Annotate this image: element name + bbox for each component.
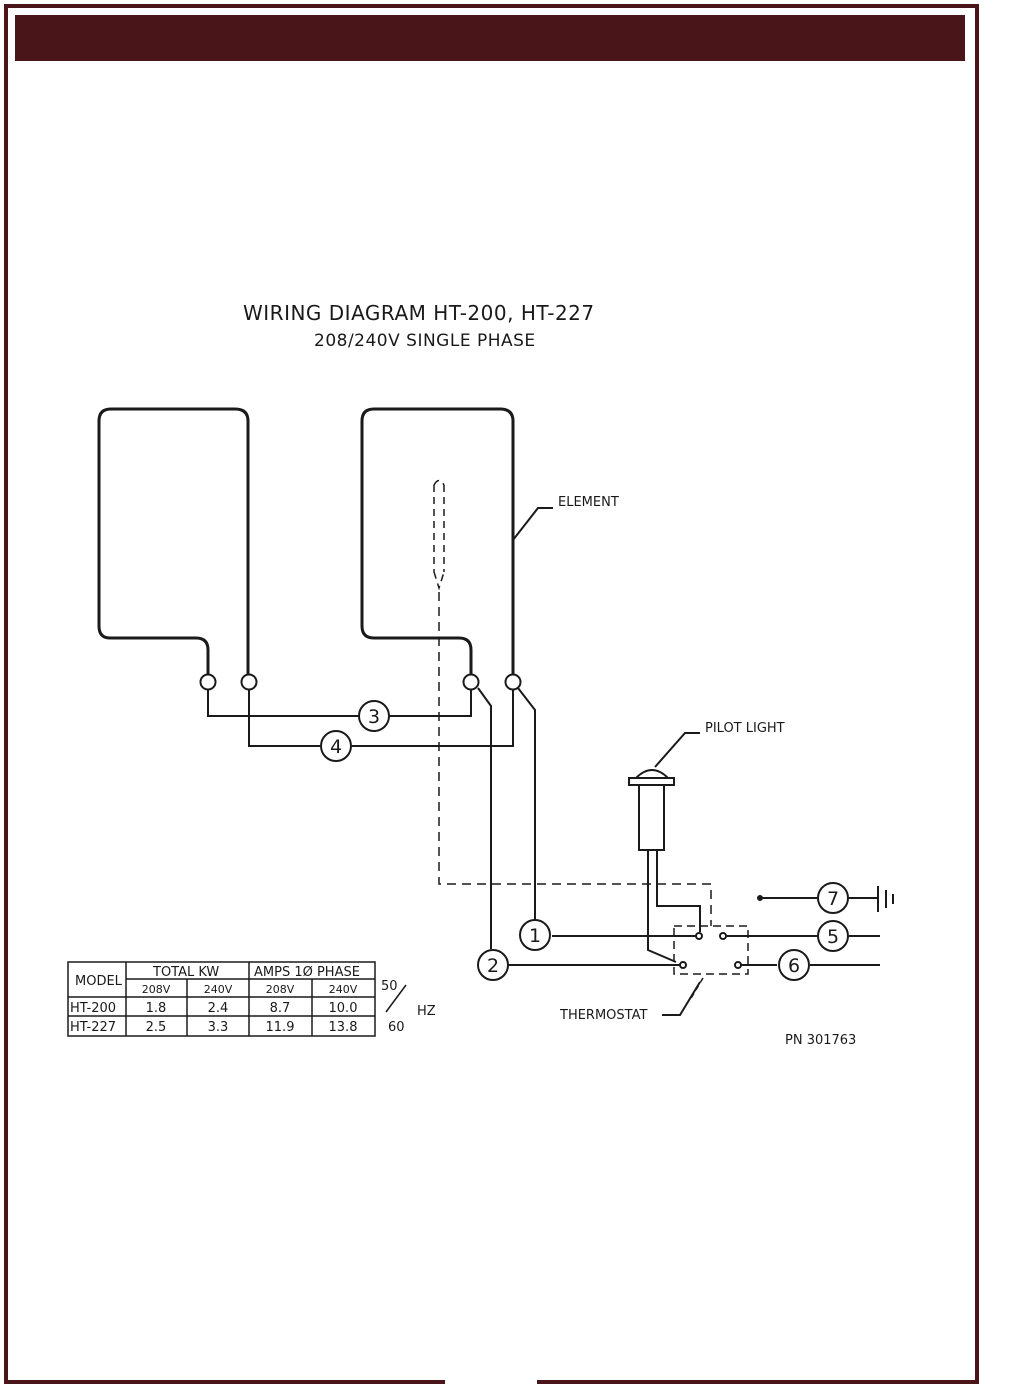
wire-number-4: 4 [330,736,342,758]
wire-2 [477,687,680,966]
wire-label-circle-1 [519,919,551,951]
row2-model: HT-227 [70,1020,116,1035]
wire-label-circle-4 [320,730,352,762]
row2-kw208: 2.5 [146,1020,167,1035]
header-bar [15,15,965,61]
thermostat-box [673,925,749,975]
pilot-leader [654,732,700,768]
row1-model: HT-200 [70,1001,116,1016]
freq-50: 50 [381,979,398,994]
contact-1a [695,932,703,940]
row1-kw240: 2.4 [208,1001,229,1016]
thermostat-bulb [433,479,445,591]
terminal-left-2 [240,673,258,691]
row1-kw208: 1.8 [146,1001,167,1016]
diagram-title: WIRING DIAGRAM HT-200, HT-227 [243,301,595,325]
thermostat-leader [662,981,701,1016]
table-header-total-kw: TOTAL KW [152,965,219,980]
diagram-subtitle: 208/240V SINGLE PHASE [314,331,536,351]
contact-2b [734,961,742,969]
contact-2a [679,961,687,969]
wire-number-5: 5 [827,926,839,948]
element-leader [512,507,553,541]
table-header-kw-208: 208V [142,983,171,996]
wire-number-3: 3 [368,706,380,728]
table-header-amps-240: 240V [329,983,358,996]
table-header-kw-240: 240V [204,983,233,996]
wire-number-6: 6 [788,955,800,977]
table-header-amps-208: 208V [266,983,295,996]
row2-a208: 11.9 [266,1020,295,1035]
pilot-light [628,769,675,851]
wire-label-circle-7 [817,882,849,914]
row2-kw240: 3.3 [208,1020,229,1035]
pilot-leads [647,850,701,963]
wire-label-circle-3 [358,700,390,732]
wire-number-2: 2 [487,955,499,977]
row2-a240: 13.8 [329,1020,358,1035]
wire-label-circle-6 [778,949,810,981]
element-label: ELEMENT [558,495,619,510]
wire-number-7: 7 [827,888,839,910]
terminal-right-1 [462,673,480,691]
left-heating-element [97,407,250,676]
table-header-model: MODEL [75,974,123,989]
freq-unit: HZ [417,1004,436,1019]
terminal-left-1 [199,673,217,691]
pilot-light-label: PILOT LIGHT [705,721,785,736]
wire-3 [207,690,472,717]
spec-table [67,961,376,1037]
row1-a240: 10.0 [329,1001,358,1016]
capillary-tube [438,592,712,926]
row1-a208: 8.7 [270,1001,291,1016]
terminal-right-2 [504,673,522,691]
ground-icon [877,886,894,912]
wire-label-circle-5 [817,920,849,952]
thermostat-label: THERMOSTAT [559,1008,647,1023]
part-number: PN 301763 [785,1033,856,1048]
frame-gap [445,1370,537,1397]
wire-4 [248,690,514,747]
freq-60: 60 [388,1020,405,1035]
wire-label-circle-2 [477,949,509,981]
wire-1 [517,687,698,937]
contact-1b [719,932,727,940]
table-header-amps: AMPS 1Ø PHASE [254,965,360,980]
right-heating-element [360,407,515,676]
page-frame [4,4,979,1384]
wire-number-1: 1 [529,925,541,947]
